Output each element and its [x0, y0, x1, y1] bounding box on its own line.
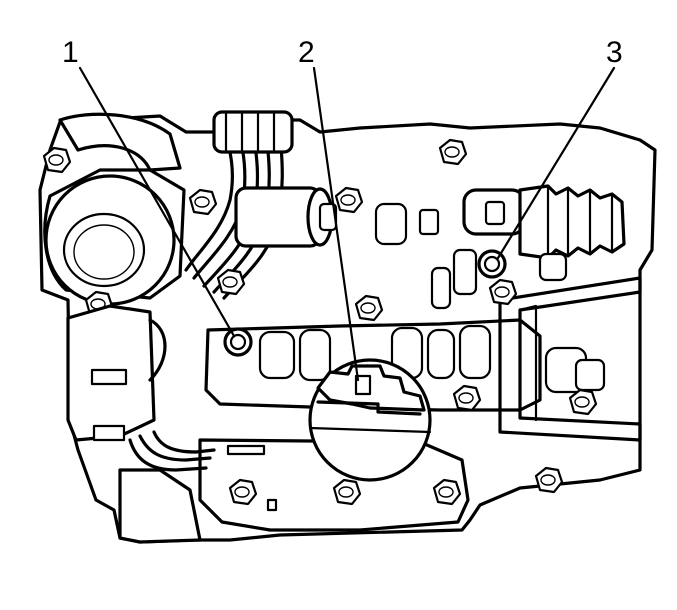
bolt-mid-bottom: [452, 384, 482, 412]
bolt-left-mid: [216, 268, 246, 296]
bolt-center-upper: [334, 186, 364, 214]
wiring-lower-left: [118, 430, 216, 544]
bellows-assembly: [462, 184, 626, 260]
bolt-top-center: [438, 138, 468, 166]
bolt-cover-right: [432, 478, 462, 506]
bolt-lower-right: [534, 466, 564, 494]
bolt-upper-left: [42, 146, 72, 174]
callouts: 1 2 3: [62, 36, 623, 69]
frame-right: [498, 276, 642, 442]
bolt-right-upper: [488, 278, 518, 306]
connector-block-left: [66, 304, 167, 442]
left-boss: [43, 112, 186, 306]
callout-3-label: 3: [606, 36, 623, 69]
target-1-seat: [223, 327, 253, 357]
bolt-right-mid: [568, 388, 598, 416]
bolt-mid-center: [354, 294, 384, 322]
bolt-cover-center: [332, 478, 362, 506]
detail-circle: [308, 358, 432, 482]
solenoid-upper: [234, 186, 338, 248]
target-3-seat: [477, 249, 507, 279]
callout-leaders: [78, 66, 616, 382]
callout-1-label: 1: [62, 36, 79, 69]
bolt-cover-left: [228, 478, 258, 506]
callout-2-label: 2: [298, 36, 315, 69]
bolt-solenoid-left: [188, 188, 218, 216]
